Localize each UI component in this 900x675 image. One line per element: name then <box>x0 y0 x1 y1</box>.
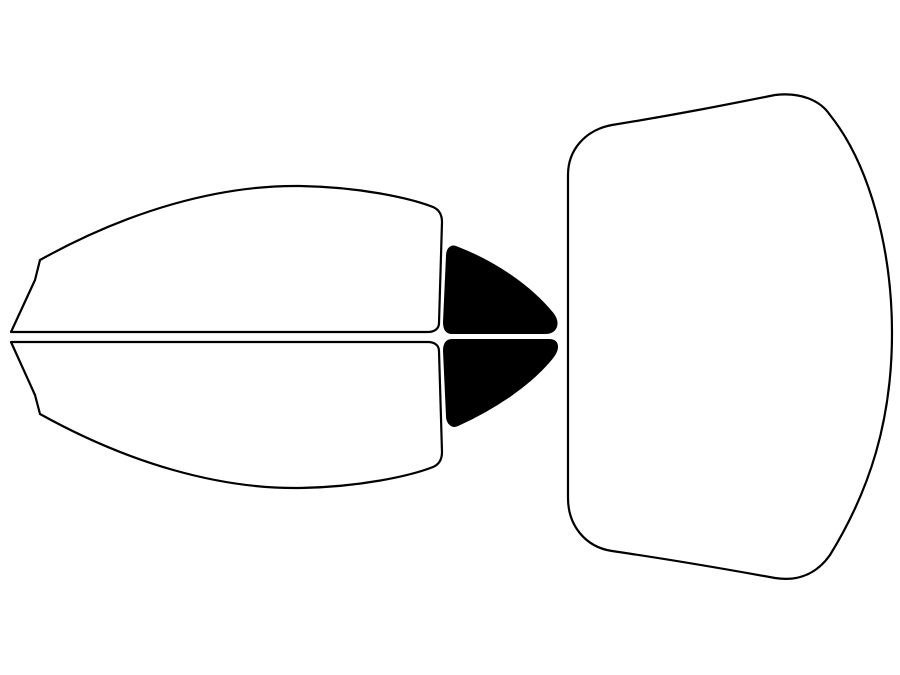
front-door-window-bottom <box>9 340 444 490</box>
rear-windshield <box>566 93 894 580</box>
quarter-window-top <box>443 245 558 334</box>
quarter-window-bottom <box>443 339 558 427</box>
front-door-window-top <box>9 184 444 334</box>
